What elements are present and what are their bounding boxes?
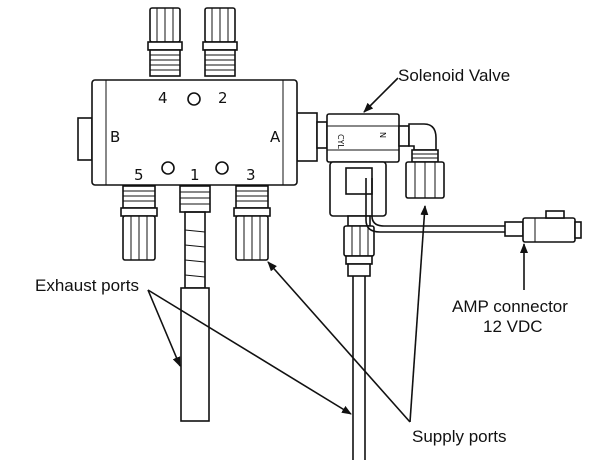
supply-arrow-2 — [409, 205, 429, 423]
solenoid-cable — [365, 178, 520, 233]
bottom-fitting-port-1 — [179, 185, 211, 422]
top-fitting-port-2 — [202, 7, 238, 77]
solenoid-valve: CYL N — [316, 113, 400, 227]
bottom-fitting-port-5 — [120, 185, 158, 261]
exhaust-tube — [180, 287, 210, 422]
solenoid-mark-left: CYL — [336, 134, 345, 149]
port-label-3: 3 — [246, 166, 256, 184]
solenoid-bottom-fitting — [343, 225, 375, 460]
solenoid-coil — [329, 161, 387, 217]
supply-arrow-1 — [267, 261, 411, 423]
top-port-hole — [187, 92, 201, 106]
solenoid-valve-arrow — [363, 77, 399, 113]
exhaust-arrow-2 — [147, 289, 352, 415]
bottom-port-hole-left — [161, 161, 175, 175]
solenoid-valve-label: Solenoid Valve — [398, 66, 510, 85]
solenoid-mark-right: N — [378, 132, 387, 138]
port-label-4: 4 — [158, 89, 168, 107]
bottom-fitting-port-3 — [233, 185, 271, 261]
exhaust-arrow-1 — [147, 289, 181, 367]
top-fitting-port-4 — [147, 7, 183, 77]
port-label-2: 2 — [218, 89, 228, 107]
solenoid-cable-outer — [371, 178, 520, 227]
exhaust-ports-label: Exhaust ports — [35, 276, 139, 295]
solenoid-elbow-fitting — [398, 123, 445, 199]
supply-ports-label: Supply ports — [412, 427, 507, 446]
amp-voltage-label: 12 VDC — [483, 317, 543, 336]
bottom-port-hole-right — [215, 161, 229, 175]
side-label-a: A — [270, 128, 281, 146]
amp-connector-label: AMP connector — [452, 297, 568, 316]
amp-connector-plug — [504, 210, 582, 243]
side-label-b: B — [110, 128, 120, 146]
port-label-1: 1 — [190, 166, 200, 184]
port-label-5: 5 — [134, 166, 144, 184]
